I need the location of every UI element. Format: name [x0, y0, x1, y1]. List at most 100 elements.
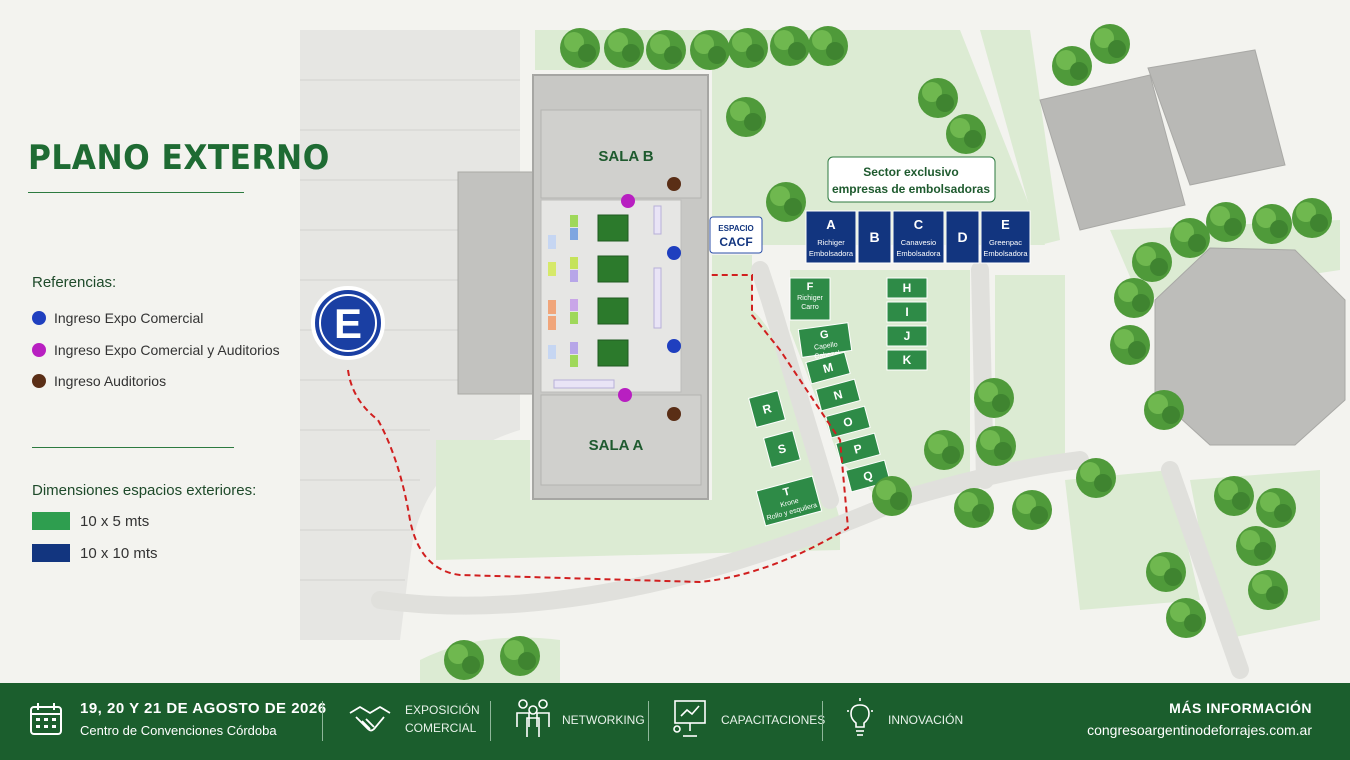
stand-letter: S: [776, 441, 787, 457]
dimensions-heading: Dimensiones espacios exteriores:: [32, 482, 257, 499]
indoor-booths: [548, 205, 662, 389]
tree: [1252, 204, 1292, 244]
footer-separator: [322, 701, 323, 741]
tree: [1206, 202, 1246, 242]
walking-route: [347, 274, 850, 584]
stand-b[interactable]: B: [857, 210, 892, 264]
stand-p[interactable]: P: [835, 432, 881, 466]
stand-box: [835, 432, 881, 466]
people-icon: [516, 699, 550, 737]
calendar-icon: [30, 703, 62, 735]
stand-box: [857, 210, 892, 264]
entrance-auditorios-dot: [667, 177, 681, 191]
dimension-item-10x5: 10 x 5 mts: [32, 512, 149, 530]
website-link[interactable]: congresoargentinodeforrajes.com.ar: [1087, 722, 1312, 738]
stand-d[interactable]: D: [945, 210, 980, 264]
footer-separator: [490, 701, 491, 741]
stand-j[interactable]: J: [886, 325, 928, 347]
feature-label: NETWORKING: [562, 713, 645, 727]
event-venue: Centro de Convenciones Córdoba: [80, 723, 277, 738]
tree: [872, 476, 912, 516]
stand-r[interactable]: R: [748, 390, 786, 428]
stand-company: Krone: [780, 498, 800, 510]
legend-label: Ingreso Auditorios: [54, 373, 167, 389]
trees: [444, 24, 1332, 680]
legend-label: Ingreso Expo Comercial: [54, 310, 204, 326]
stand-box: [748, 390, 786, 428]
tree: [1090, 24, 1130, 64]
entrance-expo-auditorios-dot: [618, 388, 632, 402]
tree: [1132, 242, 1172, 282]
site-map: SALA B SALA A ESPACIO CACF Sector exclus…: [300, 24, 1346, 683]
sector-line2: empresas de embolsadoras: [832, 182, 990, 196]
stand-letter: F: [807, 281, 814, 293]
stand-letter: K: [903, 353, 912, 367]
tree: [1256, 488, 1296, 528]
tree: [1166, 598, 1206, 638]
tree: [1248, 570, 1288, 610]
tree: [1076, 458, 1116, 498]
stand-letter: E: [1001, 217, 1010, 232]
legend-divider: [32, 447, 234, 448]
tree: [924, 430, 964, 470]
lightbulb-icon: [847, 698, 873, 736]
legend-label: Ingreso Expo Comercial y Auditorios: [54, 342, 280, 358]
dimension-item-10x10: 10 x 10 mts: [32, 544, 158, 562]
parking-sign: [311, 286, 385, 360]
footer-separator: [822, 701, 823, 741]
cacf-label: CACF: [719, 235, 752, 249]
entrance-expo-auditorios-dot: [621, 194, 635, 208]
stand-m[interactable]: M: [805, 351, 851, 385]
stand-letter: B: [869, 229, 879, 245]
stand-o[interactable]: O: [825, 405, 871, 439]
tree: [1214, 476, 1254, 516]
tree: [1012, 490, 1052, 530]
tree: [946, 114, 986, 154]
feature-label: COMERCIAL: [405, 721, 477, 735]
tree: [1170, 218, 1210, 258]
magenta-dot-icon: [32, 343, 46, 357]
feature-label: CAPACITACIONES: [721, 713, 826, 727]
tree: [954, 488, 994, 528]
blue-dot-icon: [32, 311, 46, 325]
tree: [1114, 278, 1154, 318]
stand-box: [763, 430, 801, 468]
brown-dot-icon: [32, 374, 46, 388]
tree: [646, 30, 686, 70]
event-date: 19, 20 Y 21 DE AGOSTO DE 2026: [80, 700, 327, 717]
stand-box: [945, 210, 980, 264]
legend-item-auditorios: Ingreso Auditorios: [32, 373, 166, 389]
handshake-icon: [349, 706, 391, 732]
presentation-icon: [673, 700, 706, 737]
stand-company-type: Embolsadora: [809, 249, 854, 258]
stand-h[interactable]: H: [886, 277, 928, 299]
references-heading: Referencias:: [32, 274, 117, 291]
green-stands: FRichigerCarroGCapelloCabezalHIJKMNOPQRS…: [748, 277, 928, 527]
building-right-2: [1147, 49, 1286, 186]
stand-company: Capello: [814, 341, 839, 351]
tree: [1236, 526, 1276, 566]
stand-letter: M: [821, 360, 834, 376]
stand-letter: H: [903, 281, 912, 295]
stand-i[interactable]: I: [886, 301, 928, 323]
stand-n[interactable]: N: [815, 378, 861, 412]
sector-exclusivo-box: [827, 156, 996, 203]
more-info-heading: MÁS INFORMACIÓN: [1169, 700, 1312, 716]
page-title: PLANO EXTERNO: [28, 138, 330, 178]
stand-box: [892, 210, 945, 264]
stand-letter: J: [904, 329, 911, 343]
stand-box: [886, 325, 928, 347]
stand-k[interactable]: K: [886, 349, 928, 371]
stand-box: [815, 378, 861, 412]
tree: [808, 26, 848, 66]
stand-company-type: Embolsadora: [983, 249, 1028, 258]
entrance-expo-dot: [667, 339, 681, 353]
stand-s[interactable]: S: [763, 430, 801, 468]
stand-letter: D: [957, 229, 967, 245]
tree: [976, 426, 1016, 466]
